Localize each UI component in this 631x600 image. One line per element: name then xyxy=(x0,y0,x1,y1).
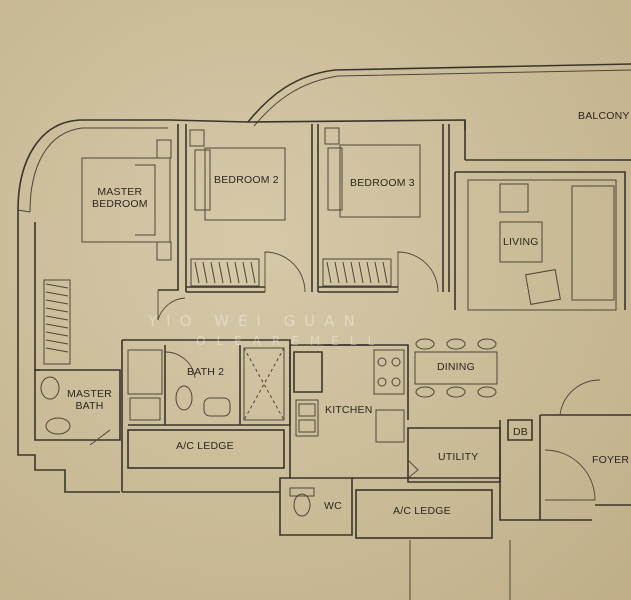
room-label-ac-ledge-left: A/C LEDGE xyxy=(176,440,234,452)
room-label-balcony: BALCONY xyxy=(578,110,630,122)
bath2-fixtures xyxy=(127,347,285,421)
room-label-master-bedroom-line2: BEDROOM xyxy=(92,198,148,210)
room-label-bedroom-3: BEDROOM 3 xyxy=(350,177,415,189)
top-wall xyxy=(169,119,466,160)
kitchen-fixtures xyxy=(295,349,405,443)
room-label-master-bath-line2: BATH xyxy=(75,400,104,412)
room-label-bedroom-2: BEDROOM 2 xyxy=(214,174,279,186)
bay-window-inner xyxy=(29,127,168,213)
foyer-walls xyxy=(539,414,631,521)
wc-fixtures xyxy=(289,487,315,517)
living-furniture xyxy=(467,179,617,311)
door-bedroom3 xyxy=(397,251,439,293)
db-box xyxy=(507,419,533,441)
bath2-walls xyxy=(121,339,291,492)
room-label-master-bedroom: MASTER BEDROOM xyxy=(92,186,148,210)
watermark-line1: YIO WEI GUAN xyxy=(148,312,364,330)
room-label-living: LIVING xyxy=(503,236,539,248)
wardrobe-master xyxy=(43,279,71,365)
master-bed xyxy=(81,139,172,261)
wardrobe-bedroom3 xyxy=(322,258,392,287)
room-label-kitchen: KITCHEN xyxy=(325,404,373,416)
dining-table xyxy=(414,338,498,398)
room-label-dining: DINING xyxy=(437,361,475,373)
ac-ledge-left-box xyxy=(127,429,285,469)
wc-walls xyxy=(279,477,353,536)
balcony-outline xyxy=(247,63,631,123)
wardrobe-bedroom2 xyxy=(190,258,260,287)
balcony-inner-line xyxy=(253,69,631,127)
master-bedroom-bay-window xyxy=(17,119,170,211)
master-bath-walls xyxy=(34,369,121,441)
door-foyer xyxy=(544,449,596,501)
room-label-db: DB xyxy=(513,426,528,438)
room-label-master-bath-line1: MASTER xyxy=(67,388,112,400)
room-label-master-bath: MASTER BATH xyxy=(67,388,112,412)
living-wall xyxy=(454,171,626,310)
master-bath-fixtures xyxy=(40,376,111,446)
outer-wall-west xyxy=(17,210,120,493)
door-master xyxy=(157,290,186,321)
watermark-line2: OLEAREMELL xyxy=(196,334,386,348)
door-bedroom2 xyxy=(264,251,306,293)
room-label-master-bedroom-line1: MASTER xyxy=(97,186,143,198)
room-label-wc: WC xyxy=(324,500,342,512)
bedroom3-bed xyxy=(324,127,421,218)
room-label-bath-2: BATH 2 xyxy=(187,366,225,378)
room-label-ac-ledge-bottom: A/C LEDGE xyxy=(393,505,451,517)
room-label-utility: UTILITY xyxy=(438,451,479,463)
ac-ledge-bottom-box xyxy=(355,489,493,539)
room-label-foyer: FOYER xyxy=(592,454,630,466)
bedroom2-bed xyxy=(189,129,286,221)
